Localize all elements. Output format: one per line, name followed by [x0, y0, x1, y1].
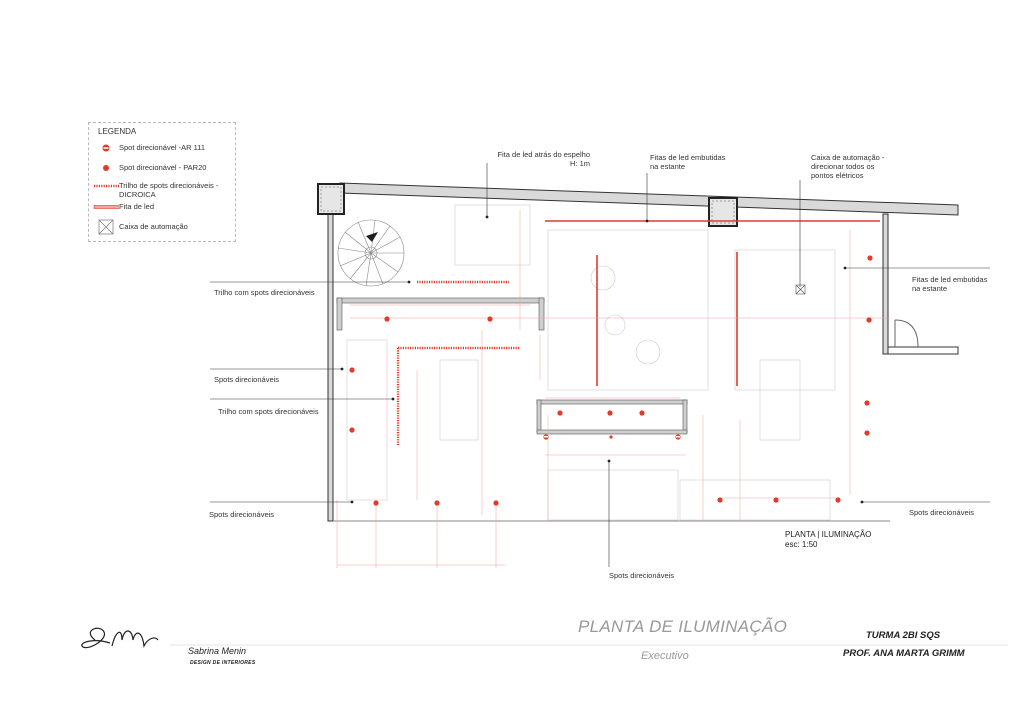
callout-dots	[340, 215, 864, 504]
callout-spots-bottom: Spots direcionáveis	[609, 571, 675, 580]
spot-par20	[864, 400, 870, 406]
walls	[327, 182, 959, 522]
callout-mirror-led: Fita de led atrás do espelho H: 1m	[497, 150, 590, 168]
spot-par20	[773, 497, 779, 503]
legend-row-ar111: Spot direcionável -AR 111	[89, 143, 237, 155]
interior-walls	[336, 297, 688, 435]
spot-par20	[487, 316, 493, 322]
legend-row-par20: Spot direcionável - PAR20	[89, 163, 237, 175]
spot-par20	[639, 410, 645, 416]
spot-par20	[434, 500, 440, 506]
legend-row-automation: Caixa de automação	[89, 219, 237, 237]
class-label: TURMA 2BI SQS	[866, 630, 941, 641]
spot-track-icon	[94, 184, 119, 188]
sheet-subtitle: Executivo	[641, 650, 689, 662]
spot-par20	[557, 410, 563, 416]
callout-spots-1: Spots direcionáveis	[214, 375, 280, 384]
led-strip-icon	[93, 205, 119, 209]
signature-logo	[81, 627, 159, 649]
ar111-spot-icon	[102, 144, 110, 152]
professor-label: PROF. ANA MARTA GRIMM	[843, 648, 965, 659]
furniture-outline	[346, 204, 836, 521]
designer-name: Sabrina Menin	[188, 646, 247, 656]
callout-track-1: Trilho com spots direcionáveis	[214, 288, 315, 297]
led-strips	[545, 220, 880, 386]
legend-row-track: Trilho de spots direcionáveis -DICROICA	[89, 181, 237, 201]
callout-spots-right: Spots direcionáveis	[909, 508, 975, 517]
spot-par20	[717, 497, 723, 503]
legend-track-line1: Trilho de spots direcionáveis -	[119, 181, 219, 190]
spot-par20	[835, 497, 841, 503]
spot-par20	[349, 427, 355, 433]
legend-title: LEGENDA	[98, 127, 137, 136]
callout-automation-box: Caixa de automação - direcionar todos os…	[811, 153, 885, 180]
spot-par20	[866, 317, 872, 323]
par20-spot-icon	[103, 165, 109, 171]
spot-par20-markers	[349, 255, 873, 506]
callout-leaders	[210, 163, 990, 567]
spot-tracks	[396, 280, 520, 445]
spot-ar111	[609, 435, 613, 439]
callout-spots-2: Spots direcionáveis	[209, 510, 275, 519]
spot-par20	[867, 255, 873, 261]
plan-scale: esc: 1:50	[785, 540, 818, 549]
spot-par20	[373, 500, 379, 506]
designer-role: DESIGN DE INTERIORES	[190, 660, 256, 666]
spot-par20	[349, 367, 355, 373]
spiral-staircase	[337, 219, 405, 287]
automation-box-icon	[98, 219, 114, 235]
dimension-lines	[336, 210, 890, 568]
automation-box-marker	[795, 284, 806, 295]
legend-track-line2: DICROICA	[119, 189, 156, 199]
callout-track-2: Trilho com spots direcionáveis	[218, 407, 319, 416]
spot-par20	[384, 316, 390, 322]
spot-par20	[493, 500, 499, 506]
spot-par20	[607, 410, 613, 416]
callout-shelf-led-right: Fitas de led embutidas na estante	[912, 275, 988, 293]
plan-name: PLANTA | ILUMINAÇÃO	[785, 530, 872, 539]
callout-shelf-led-top: Fitas de led embutidas na estante	[650, 153, 726, 171]
legend-row-led: Fita de led	[89, 202, 237, 214]
legend-box: LEGENDA Spot direcionável -AR 111 Spot d…	[88, 122, 236, 242]
spot-ar111-markers	[543, 434, 681, 440]
plan-label: PLANTA | ILUMINAÇÃO esc: 1:50	[785, 530, 871, 550]
sheet-title: PLANTA DE ILUMINAÇÃO	[578, 617, 788, 636]
spot-par20	[864, 430, 870, 436]
